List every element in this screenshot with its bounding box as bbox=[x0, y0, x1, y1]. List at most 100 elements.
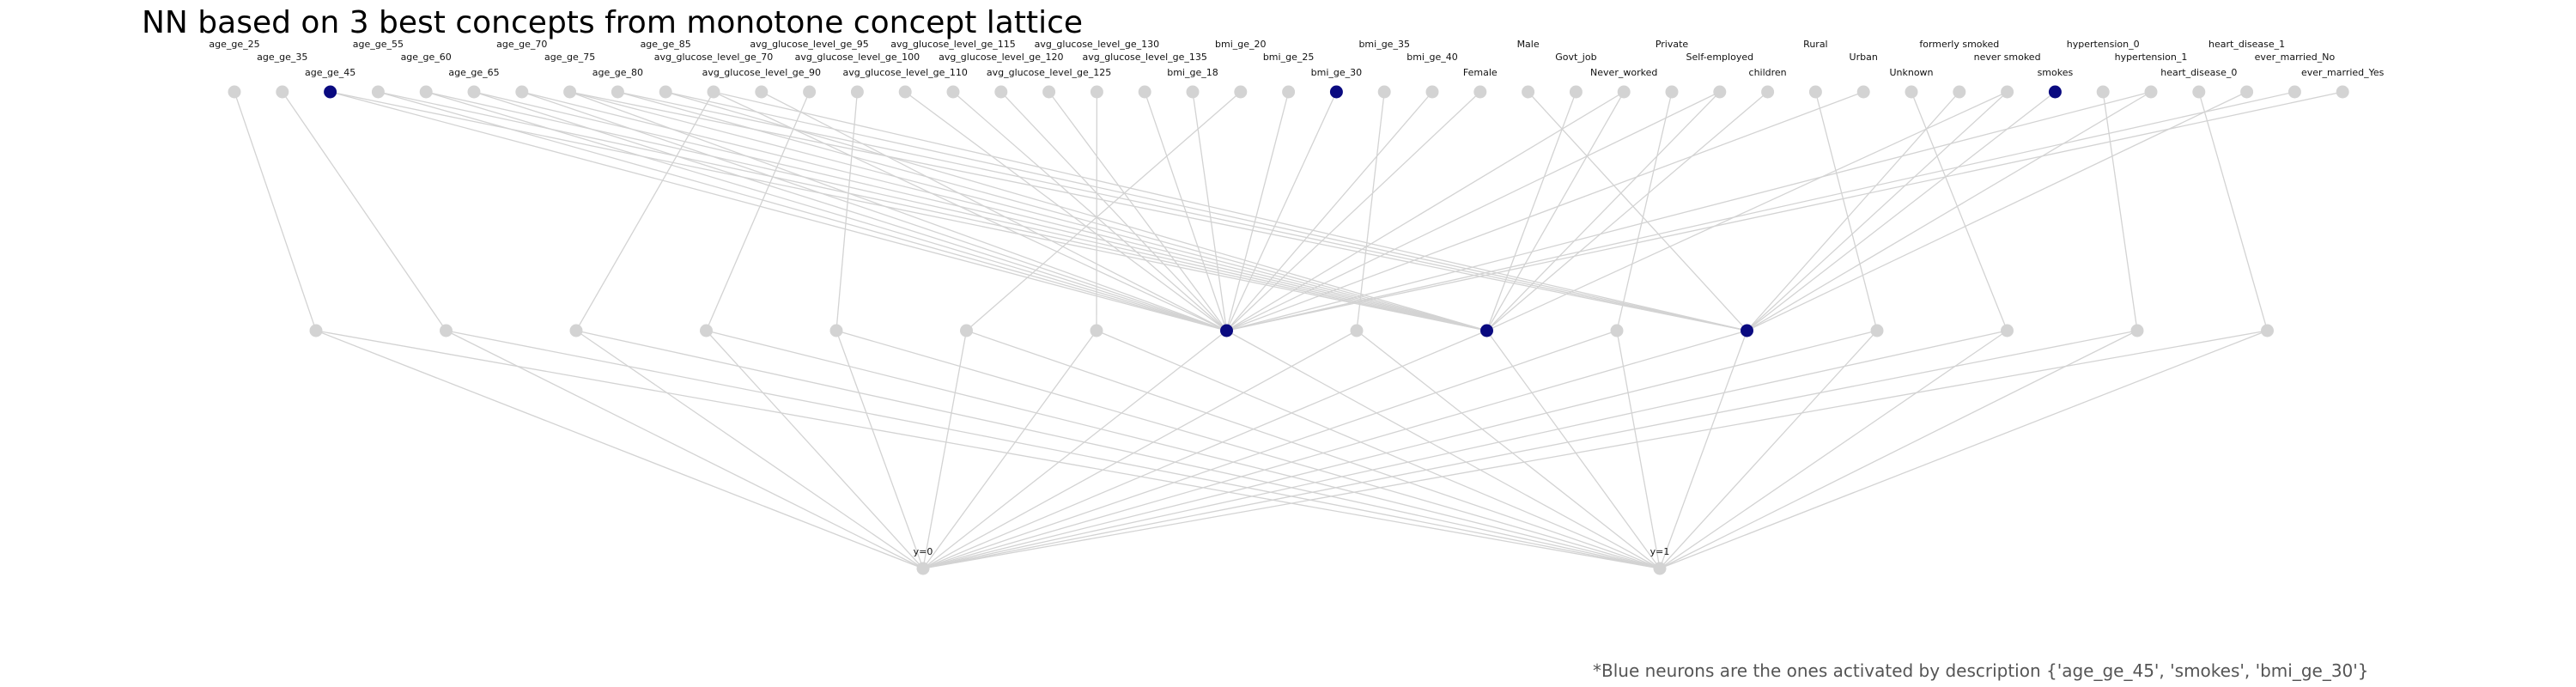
edge-input-hidden bbox=[1226, 91, 2343, 331]
edge-input-hidden bbox=[473, 91, 1227, 331]
edge-input-hidden bbox=[330, 91, 1487, 331]
input-neuron-label: age_ge_45 bbox=[305, 67, 355, 78]
input-neuron bbox=[2096, 85, 2110, 99]
edge-hidden-output bbox=[835, 330, 924, 569]
edge-input-hidden bbox=[1911, 91, 2008, 331]
output-neuron-label: y=0 bbox=[914, 546, 933, 557]
input-neuron bbox=[611, 85, 624, 99]
edge-input-hidden bbox=[575, 91, 714, 331]
edge-input-hidden bbox=[378, 91, 1227, 331]
output-neuron bbox=[1653, 562, 1667, 575]
edge-input-hidden bbox=[1226, 91, 1433, 331]
input-neuron-label: bmi_ge_25 bbox=[1263, 52, 1315, 63]
edge-hidden-output bbox=[315, 330, 1661, 569]
edge-hidden-output bbox=[922, 330, 2138, 569]
input-neuron-label: age_ge_55 bbox=[353, 39, 404, 50]
edge-hidden-output bbox=[1356, 330, 1661, 569]
edge-input-hidden bbox=[569, 91, 1747, 331]
input-neuron bbox=[2048, 85, 2062, 99]
input-neuron-label: Rural bbox=[1803, 39, 1827, 50]
edge-input-hidden bbox=[1048, 91, 1228, 331]
edge-input-hidden bbox=[1192, 91, 1228, 331]
edge-input-hidden bbox=[952, 91, 1227, 331]
edge-input-hidden bbox=[569, 91, 1487, 331]
input-neuron bbox=[2192, 85, 2206, 99]
input-neuron-label: ever_married_Yes bbox=[2301, 67, 2385, 78]
input-neuron bbox=[2144, 85, 2158, 99]
edge-hidden-output bbox=[446, 330, 924, 569]
input-neuron-label: age_ge_75 bbox=[544, 52, 595, 63]
hidden-neuron bbox=[2261, 324, 2274, 337]
edges-layer bbox=[234, 91, 2343, 569]
input-neuron bbox=[1665, 85, 1679, 99]
input-neuron bbox=[1234, 85, 1248, 99]
hidden-neuron bbox=[2130, 324, 2144, 337]
edge-hidden-output bbox=[1659, 330, 2138, 569]
input-neuron-label: ever_married_No bbox=[2255, 52, 2336, 63]
input-neuron-label: avg_glucose_level_ge_110 bbox=[842, 67, 967, 78]
input-neuron-label: bmi_ge_30 bbox=[1311, 67, 1363, 78]
edge-hidden-output bbox=[1659, 330, 1748, 569]
edge-hidden-output bbox=[1616, 330, 1661, 569]
hidden-neuron bbox=[1870, 324, 1884, 337]
edge-input-hidden bbox=[1616, 91, 1673, 331]
input-neuron-label: age_ge_25 bbox=[209, 39, 259, 50]
input-neuron-label: avg_glucose_level_ge_115 bbox=[890, 39, 1015, 50]
edge-input-hidden bbox=[1226, 91, 2295, 331]
input-neuron bbox=[1761, 85, 1775, 99]
edge-input-hidden bbox=[713, 91, 1747, 331]
input-neuron-label: avg_glucose_level_ge_120 bbox=[939, 52, 1063, 63]
input-neuron bbox=[1522, 85, 1535, 99]
edge-input-hidden bbox=[1486, 91, 1769, 331]
edge-input-hidden bbox=[2102, 91, 2138, 331]
input-neuron bbox=[515, 85, 529, 99]
edge-input-hidden bbox=[1000, 91, 1227, 331]
hidden-neuron bbox=[2001, 324, 2014, 337]
edge-hidden-output bbox=[315, 330, 924, 569]
input-neuron bbox=[1377, 85, 1391, 99]
edge-hidden-output bbox=[1659, 330, 2268, 569]
input-neuron-label: bmi_ge_20 bbox=[1215, 39, 1267, 50]
edge-hidden-output bbox=[922, 330, 1747, 569]
edge-hidden-output bbox=[575, 330, 924, 569]
edge-input-hidden bbox=[378, 91, 1487, 331]
input-neuron-label: age_ge_85 bbox=[641, 39, 691, 50]
input-neuron-label: age_ge_35 bbox=[257, 52, 307, 63]
input-neuron-label: Urban bbox=[1850, 52, 1878, 63]
hidden-neuron bbox=[569, 324, 583, 337]
input-neuron bbox=[1329, 85, 1343, 99]
input-neuron-label: children bbox=[1749, 67, 1787, 78]
edge-input-hidden bbox=[1356, 91, 1385, 331]
hidden-neuron bbox=[1220, 324, 1233, 337]
input-neuron-label: never smoked bbox=[1974, 52, 2041, 63]
input-neuron bbox=[2001, 85, 2014, 99]
chart-title: NN based on 3 best concepts from monoton… bbox=[142, 5, 1084, 40]
edge-hidden-output bbox=[706, 330, 1661, 569]
edge-input-hidden bbox=[1485, 91, 1625, 331]
input-neuron bbox=[1569, 85, 1583, 99]
input-neuron-label: age_ge_60 bbox=[401, 52, 452, 63]
hidden-neuron bbox=[1610, 324, 1624, 337]
input-neuron bbox=[707, 85, 720, 99]
input-neuron bbox=[1713, 85, 1727, 99]
input-neuron-label: hypertension_0 bbox=[2067, 39, 2140, 50]
input-neuron-label: avg_glucose_level_ge_100 bbox=[795, 52, 920, 63]
input-neuron-label: smokes bbox=[2038, 67, 2074, 78]
edge-input-hidden bbox=[1226, 91, 1721, 331]
input-neuron-label: bmi_ge_18 bbox=[1167, 67, 1218, 78]
input-neuron bbox=[1617, 85, 1631, 99]
edge-input-hidden bbox=[665, 91, 1747, 331]
input-neuron bbox=[371, 85, 385, 99]
edge-hidden-output bbox=[1226, 330, 1661, 569]
input-neuron bbox=[1090, 85, 1103, 99]
input-neuron bbox=[1905, 85, 1918, 99]
input-neuron-label: hypertension_1 bbox=[2115, 52, 2188, 63]
input-neuron-label: age_ge_65 bbox=[448, 67, 499, 78]
edge-input-hidden bbox=[569, 91, 1227, 331]
input-neuron-label: avg_glucose_level_ge_95 bbox=[750, 39, 868, 50]
input-neuron bbox=[1473, 85, 1487, 99]
edge-input-hidden bbox=[1747, 91, 1960, 331]
edge-input-hidden bbox=[705, 91, 811, 331]
edge-input-hidden bbox=[966, 91, 1242, 331]
